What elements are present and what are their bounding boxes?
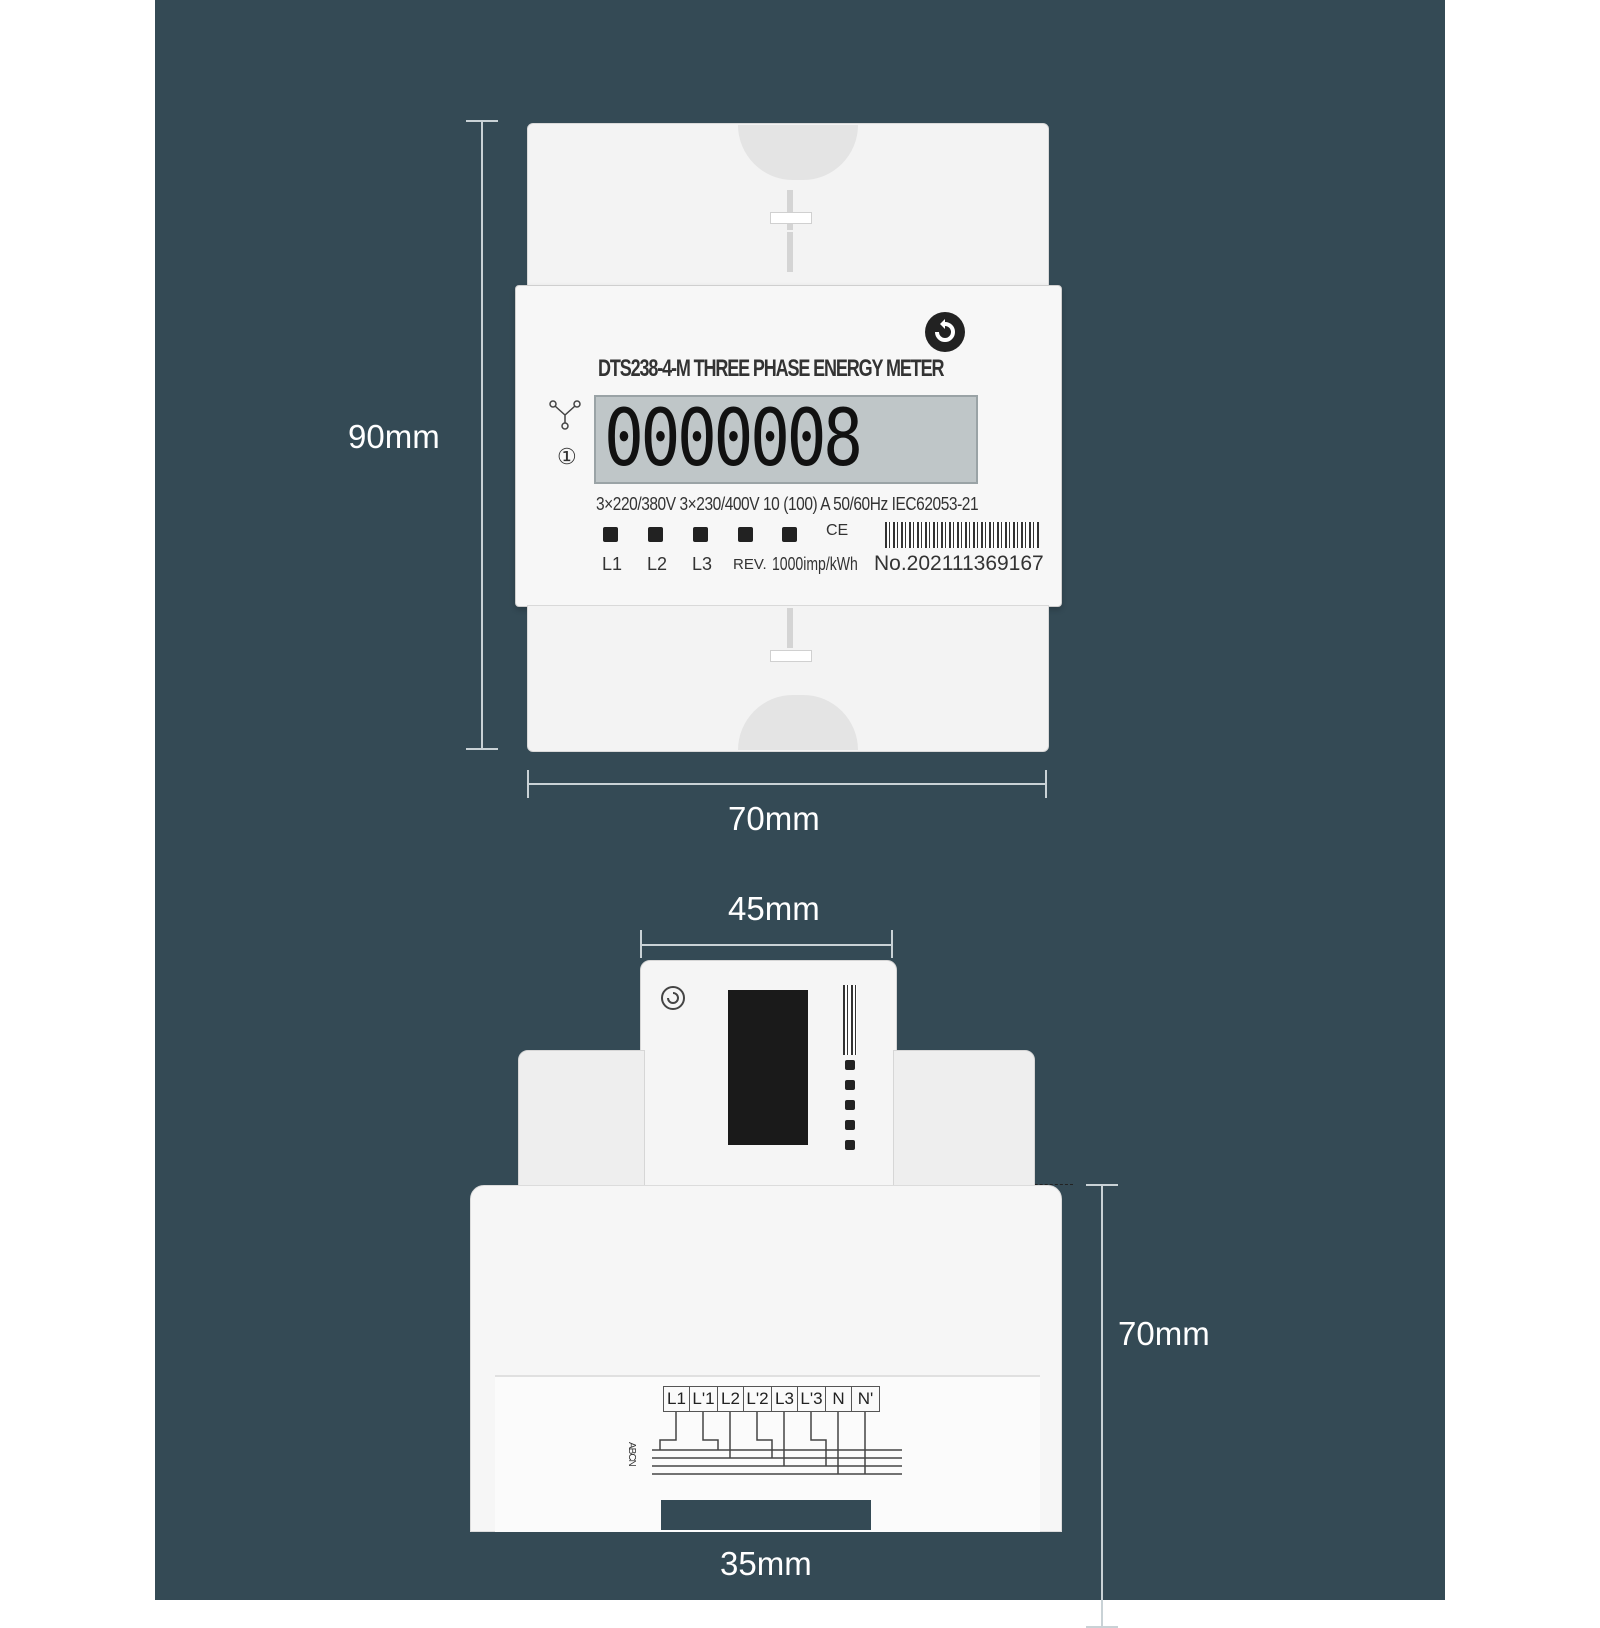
terminal-l2-out: L'2 — [743, 1386, 772, 1412]
din-rail-notch — [661, 1500, 871, 1530]
side-led-3 — [845, 1100, 855, 1110]
ce-mark: CE — [826, 522, 849, 539]
side-bottom-width-label: 35mm — [720, 1545, 812, 1582]
side-top-width-label: 45mm — [728, 890, 820, 927]
terminal-l1: L1 — [663, 1386, 690, 1412]
led-l3 — [693, 527, 708, 542]
side-height-label: 70mm — [1118, 1315, 1210, 1352]
height-dimension-tick-top — [466, 120, 498, 122]
height-dimension-tick-bottom — [466, 748, 498, 750]
led-label-l2: L2 — [647, 554, 668, 574]
top-latch-line-2 — [787, 232, 793, 272]
width-dimension-tick-right — [1045, 770, 1047, 798]
wiring-marks: ABCN — [626, 1442, 637, 1466]
side-led-5 — [845, 1140, 855, 1150]
side-height-line — [1101, 1184, 1103, 1628]
front-height-label: 90mm — [348, 418, 440, 455]
terminal-n: N — [825, 1386, 852, 1412]
side-wing-right — [893, 1050, 1035, 1187]
serial-number: No.202111369167 — [874, 552, 1044, 575]
side-lcd — [728, 990, 808, 1145]
top-latch-line — [787, 190, 793, 230]
led-l1 — [603, 527, 618, 542]
width-dimension-line — [527, 783, 1047, 785]
led-impulse — [782, 527, 797, 542]
barcode — [885, 522, 1039, 548]
lcd-reading: 0000008 — [604, 394, 863, 484]
led-label-l1: L1 — [602, 554, 623, 574]
wiring-diagram — [640, 1410, 910, 1480]
terminal-l1-out: L'1 — [689, 1386, 718, 1412]
terminal-n-out: N' — [851, 1386, 880, 1412]
side-height-tick-top — [1086, 1184, 1118, 1186]
lcd-display: 0000008 — [594, 395, 978, 484]
side-led-1 — [845, 1060, 855, 1070]
top-latch-mark — [770, 212, 812, 224]
top-width-tick-right — [891, 930, 893, 958]
side-led-2 — [845, 1080, 855, 1090]
bottom-latch-mark — [770, 650, 812, 662]
height-dimension-line — [481, 120, 483, 750]
side-led-4 — [845, 1120, 855, 1130]
side-barcode — [843, 985, 857, 1055]
terminal-l3-out: L'3 — [797, 1386, 826, 1412]
power-logo-icon — [923, 310, 967, 354]
top-width-line — [640, 944, 893, 946]
bottom-latch-line — [787, 608, 793, 648]
impulse-label: 1000imp/kWh — [772, 554, 858, 574]
terminal-l2: L2 — [717, 1386, 744, 1412]
led-label-l3: L3 — [692, 554, 713, 574]
width-dimension-tick-left — [527, 770, 529, 798]
led-label-rev: REV. — [733, 556, 767, 573]
led-rev — [738, 527, 753, 542]
side-power-logo-icon — [660, 985, 686, 1011]
three-phase-icon — [548, 398, 582, 432]
phase-mark: ① — [557, 444, 577, 469]
led-l2 — [648, 527, 663, 542]
model-title: DTS238-4-M THREE PHASE ENERGY METER — [598, 355, 944, 382]
rating-text: 3×220/380V 3×230/400V 10 (100) A 50/60Hz… — [596, 494, 979, 514]
front-width-label: 70mm — [728, 800, 820, 837]
top-width-tick-left — [640, 930, 642, 958]
terminal-l3: L3 — [771, 1386, 798, 1412]
side-wing-left — [518, 1050, 645, 1187]
